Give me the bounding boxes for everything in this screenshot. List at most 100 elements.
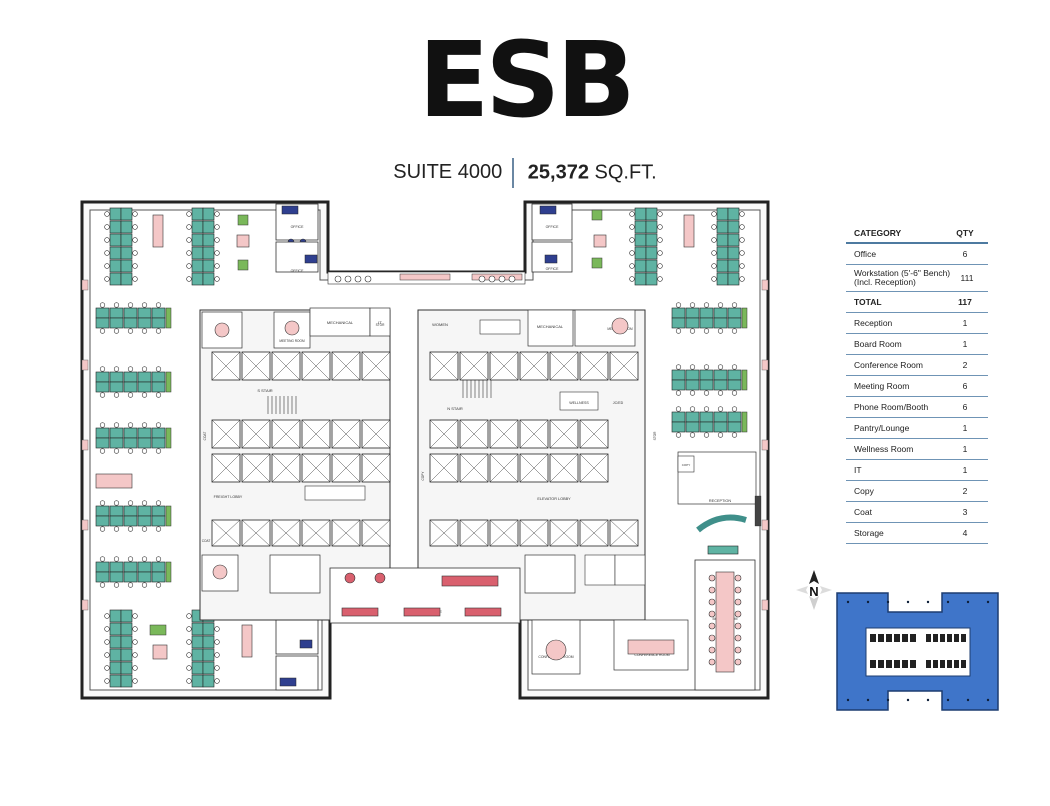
chair: [127, 500, 134, 506]
workstation: [645, 233, 658, 247]
key-plan-elevator: [878, 634, 884, 642]
board-chair: [734, 598, 742, 606]
workstation: [727, 207, 740, 221]
chair: [703, 432, 710, 438]
chair: [703, 364, 710, 370]
chair: [113, 526, 120, 532]
workstation: [137, 515, 152, 527]
chair: [675, 328, 682, 334]
workstation: [95, 515, 110, 527]
workstation: [716, 220, 729, 234]
pantry-bench: [341, 607, 379, 617]
workstation: [137, 381, 152, 393]
chair: [132, 665, 138, 671]
chair: [132, 652, 138, 658]
chair: [99, 302, 106, 308]
chair: [629, 224, 635, 230]
column: [761, 439, 769, 451]
workstation: [109, 437, 124, 449]
key-plan-column: [946, 600, 950, 604]
chair: [132, 224, 138, 230]
workstation: [685, 369, 700, 381]
chair: [214, 652, 220, 658]
workstation: [120, 648, 133, 662]
chair: [186, 250, 192, 256]
chair: [99, 556, 106, 562]
workstation: [191, 207, 204, 221]
chair: [141, 448, 148, 454]
chair: [99, 526, 106, 532]
workstation: [202, 661, 215, 675]
chair: [127, 422, 134, 428]
qty-cell: 1: [962, 444, 968, 454]
workstation: [137, 307, 152, 319]
desk: [539, 205, 557, 215]
workstation: [634, 246, 647, 260]
chair: [629, 211, 635, 217]
key-plan-column: [886, 698, 890, 702]
workstation: [645, 246, 658, 260]
chair: [141, 526, 148, 532]
elevator-cross: [549, 351, 579, 381]
chair: [214, 224, 220, 230]
chair: [488, 275, 496, 283]
workstation: [120, 622, 133, 636]
workstation: [634, 233, 647, 247]
planter: [237, 214, 249, 226]
elevator-cross: [241, 453, 271, 483]
elevator-cross: [211, 519, 241, 547]
elevator-cross: [519, 351, 549, 381]
chair: [132, 211, 138, 217]
workstation: [713, 369, 728, 381]
workstation: [109, 648, 122, 662]
wellness-room: [559, 391, 599, 411]
chair: [141, 556, 148, 562]
suite-area-line: SUITE 4000 25,372 SQ.FT.: [0, 158, 1050, 188]
workstation: [191, 233, 204, 247]
chair: [675, 432, 682, 438]
workstation: [202, 233, 215, 247]
chair: [689, 406, 696, 412]
workstation: [123, 437, 138, 449]
workstation: [151, 515, 166, 527]
chair: [113, 302, 120, 308]
key-plan-elevator: [886, 634, 892, 642]
room-label: OFFICE: [291, 269, 304, 273]
chair: [214, 237, 220, 243]
desk: [281, 205, 299, 215]
workstation: [95, 505, 110, 517]
room-label: WELLNESS: [569, 401, 589, 405]
elevator-cross: [331, 453, 361, 483]
chair: [689, 390, 696, 396]
elevator-cross: [459, 351, 489, 381]
chair: [675, 302, 682, 308]
workstation: [716, 207, 729, 221]
workstation: [634, 272, 647, 286]
room-label: N STAIR: [447, 406, 463, 411]
chair: [104, 211, 110, 217]
elevator-cross: [271, 519, 301, 547]
reception-desk: [696, 514, 747, 533]
chair: [127, 582, 134, 588]
workstation: [151, 381, 166, 393]
chair: [657, 263, 663, 269]
chair: [127, 556, 134, 562]
workstation: [120, 635, 133, 649]
restroom: [304, 485, 366, 501]
workstation: [109, 661, 122, 675]
chair: [127, 448, 134, 454]
workstation: [151, 561, 166, 573]
category-cell: Office: [854, 249, 877, 259]
chair: [104, 613, 110, 619]
mechanical: [269, 554, 321, 594]
chair: [739, 276, 745, 282]
room-label: COAT: [202, 539, 211, 543]
category-cell: IT: [854, 465, 862, 475]
category-cell: Wellness Room: [854, 444, 914, 454]
table: [593, 234, 607, 248]
room-label: OFFICE: [546, 225, 559, 229]
